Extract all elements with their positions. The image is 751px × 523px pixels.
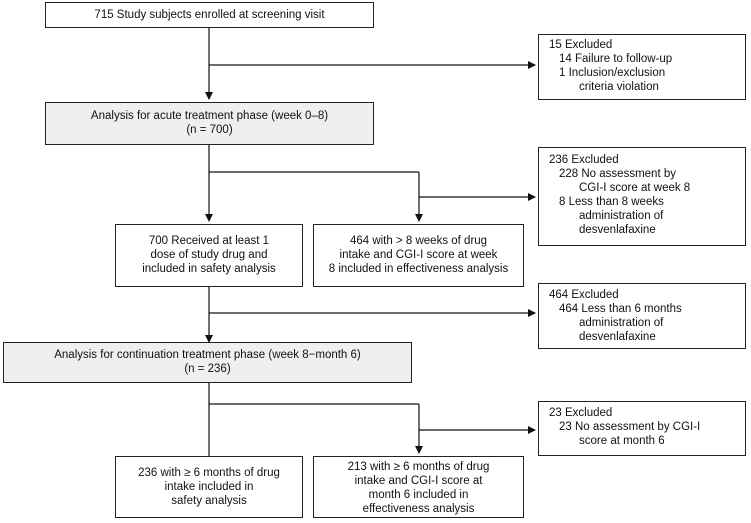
excluded-4-reason-1-cont: score at month 6 bbox=[579, 435, 665, 447]
excluded-box-3: 464 Excluded 464 Less than 6 months admi… bbox=[538, 283, 746, 349]
continuation-phase-title: Analysis for continuation treatment phas… bbox=[54, 349, 361, 361]
excluded-box-1: 15 Excluded 14 Failure to follow-up 1 In… bbox=[538, 34, 746, 100]
excluded-1-reason-2-cont: criteria violation bbox=[579, 81, 659, 93]
excluded-3-reason-1-cont-1: administration of bbox=[579, 317, 664, 329]
enrolled-box: 715 Study subjects enrolled at screening… bbox=[45, 2, 374, 28]
excluded-box-4: 23 Excluded 23 No assessment by CGI-I sc… bbox=[538, 401, 746, 456]
excluded-1-reason-2: 1 Inclusion/exclusion bbox=[559, 67, 666, 79]
safety-analysis-acute-box: 700 Received at least 1 dose of study dr… bbox=[115, 224, 303, 287]
excluded-4-title: 23 Excluded bbox=[549, 407, 613, 419]
excluded-1-reason-1: 14 Failure to follow-up bbox=[559, 53, 673, 65]
effect-cont-line-3: month 6 included in bbox=[368, 489, 469, 501]
effect-acute-line-3: 8 included in effectiveness analysis bbox=[328, 263, 509, 275]
excluded-2-title: 236 Excluded bbox=[549, 154, 619, 166]
effectiveness-analysis-acute-box: 464 with > 8 weeks of drug intake and CG… bbox=[313, 224, 524, 287]
continuation-phase-count: (n = 236) bbox=[184, 363, 231, 375]
excluded-box-2: 236 Excluded 228 No assessment by CGI-I … bbox=[538, 147, 746, 246]
acute-phase-count: (n = 700) bbox=[186, 124, 233, 136]
safety-cont-line-1: 236 with ≥ 6 months of drug bbox=[138, 467, 280, 479]
acute-phase-box: Analysis for acute treatment phase (week… bbox=[45, 102, 374, 145]
effect-cont-line-4: effectiveness analysis bbox=[362, 503, 475, 515]
excluded-3-title: 464 Excluded bbox=[549, 289, 619, 301]
safety-acute-line-2: dose of study drug and bbox=[150, 249, 268, 261]
excluded-2-reason-2-cont-2: desvenlafaxine bbox=[579, 224, 656, 236]
enrolled-text: 715 Study subjects enrolled at screening… bbox=[94, 9, 325, 21]
safety-acute-line-1: 700 Received at least 1 bbox=[148, 235, 270, 247]
excluded-3-reason-1-cont-2: desvenlafaxine bbox=[579, 331, 656, 343]
excluded-2-reason-2-cont-1: administration of bbox=[579, 210, 664, 222]
safety-analysis-continuation-box: 236 with ≥ 6 months of drug intake inclu… bbox=[115, 456, 303, 518]
effect-acute-line-2: intake and CGI-I score at week bbox=[339, 249, 498, 261]
excluded-2-reason-2: 8 Less than 8 weeks bbox=[559, 196, 664, 208]
effect-cont-line-1: 213 with ≥ 6 months of drug bbox=[347, 461, 490, 473]
excluded-4-reason-1: 23 No assessment by CGI-I bbox=[559, 421, 701, 433]
excluded-3-reason-1: 464 Less than 6 months bbox=[559, 303, 682, 315]
safety-acute-line-3: included in safety analysis bbox=[142, 263, 276, 275]
safety-cont-line-3: safety analysis bbox=[171, 495, 247, 507]
safety-cont-line-2: intake included in bbox=[164, 481, 254, 493]
excluded-1-title: 15 Excluded bbox=[549, 39, 613, 51]
effectiveness-analysis-continuation-box: 213 with ≥ 6 months of drug intake and C… bbox=[313, 456, 524, 518]
effect-acute-line-1: 464 with > 8 weeks of drug bbox=[349, 235, 488, 247]
acute-phase-title: Analysis for acute treatment phase (week… bbox=[90, 110, 329, 122]
effect-cont-line-2: intake and CGI-I score at bbox=[354, 475, 483, 487]
excluded-2-reason-1: 228 No assessment by bbox=[559, 168, 676, 180]
continuation-phase-box: Analysis for continuation treatment phas… bbox=[3, 342, 412, 383]
excluded-2-reason-1-cont: CGI-I score at week 8 bbox=[579, 182, 691, 194]
